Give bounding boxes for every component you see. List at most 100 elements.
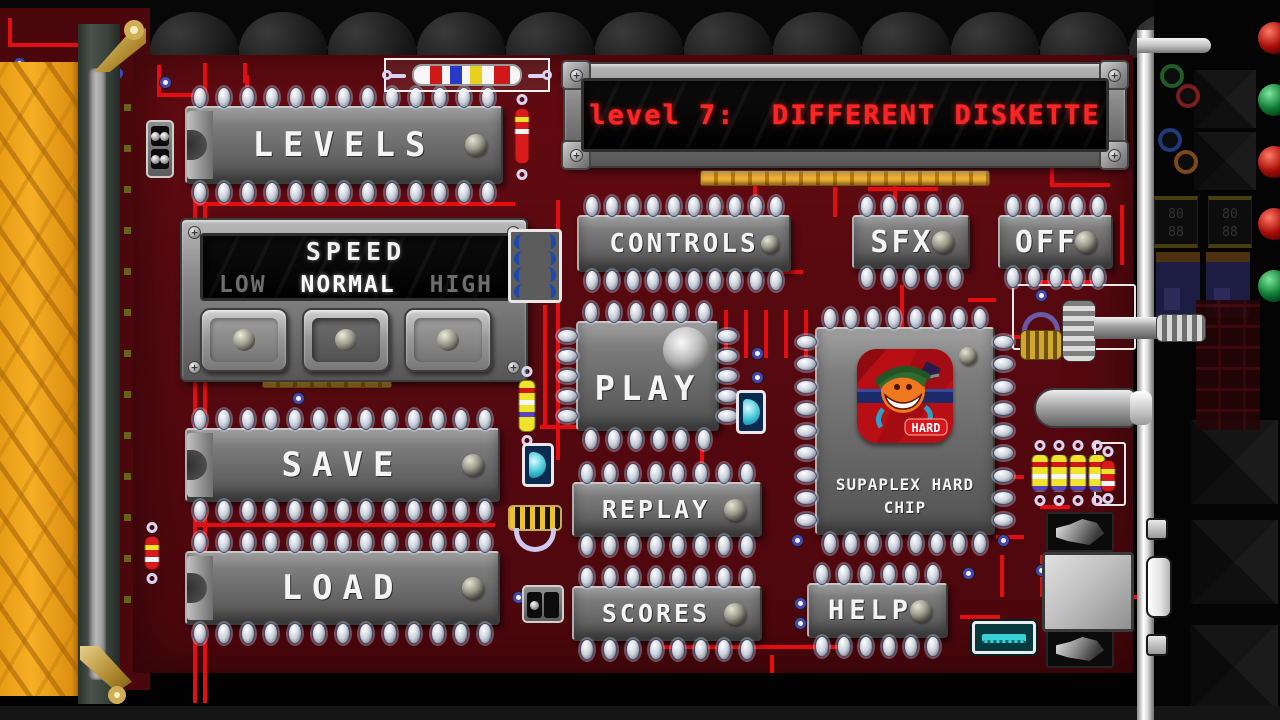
chip-pin bbox=[580, 463, 594, 484]
chip-pins-bottom bbox=[860, 267, 962, 288]
chip-pins-top bbox=[580, 463, 754, 484]
supaplex-chip-label-line2: CHIP bbox=[883, 498, 927, 517]
chip-pin bbox=[430, 532, 445, 553]
chip-notch bbox=[187, 556, 213, 620]
chip-pin bbox=[585, 196, 599, 217]
chip-pin bbox=[1006, 196, 1020, 217]
chip-pin bbox=[796, 446, 817, 461]
speed-high-button[interactable] bbox=[404, 308, 492, 372]
sfx-label: SFX bbox=[870, 224, 934, 260]
capacitor-row bbox=[0, 0, 1280, 58]
screw-post bbox=[1146, 518, 1168, 540]
chip-pin bbox=[481, 182, 495, 203]
chip-pin bbox=[823, 308, 837, 329]
speed-normal-button[interactable] bbox=[302, 308, 390, 372]
dsub-connector bbox=[1042, 552, 1134, 632]
chip-pin bbox=[311, 500, 326, 521]
chip-pin bbox=[602, 463, 617, 484]
supaplex-hard-chip[interactable]: HARD SUPAPLEX HARD CHIP bbox=[796, 308, 1014, 554]
level-display-panel: level 7: DIFFERENT DISKETTE bbox=[561, 60, 1129, 170]
chip-pin bbox=[625, 535, 640, 556]
red-led bbox=[1258, 208, 1280, 240]
chip-pin bbox=[768, 196, 783, 217]
chip-pins-top bbox=[823, 308, 987, 329]
chip-pin bbox=[478, 409, 492, 430]
chip-pin bbox=[585, 270, 599, 291]
chip-pin bbox=[887, 308, 902, 329]
chip-pin bbox=[1027, 196, 1042, 217]
chip-pins-top bbox=[815, 564, 940, 585]
chip-pin bbox=[454, 500, 469, 521]
chip-led bbox=[465, 134, 487, 156]
chip-pin bbox=[687, 196, 702, 217]
scores-button[interactable]: SCORES bbox=[572, 567, 762, 660]
chip-pin bbox=[454, 409, 469, 430]
chip-led bbox=[910, 599, 932, 622]
capacitor-top bbox=[1040, 12, 1128, 58]
chip-pin bbox=[216, 623, 231, 644]
chip-pin bbox=[1091, 196, 1105, 217]
help-button[interactable]: HELP bbox=[807, 564, 948, 657]
chip-pins-bottom bbox=[580, 535, 754, 556]
chip-pin bbox=[625, 270, 640, 291]
chip-pin bbox=[557, 329, 578, 343]
chip-pin bbox=[409, 87, 423, 108]
chip-pin bbox=[629, 302, 644, 323]
flex-ribbon-cable bbox=[0, 62, 78, 696]
chip-pin bbox=[406, 500, 421, 521]
chip-pin bbox=[837, 636, 852, 657]
chip-pin bbox=[625, 463, 640, 484]
chip-pin bbox=[406, 532, 421, 553]
levels-button[interactable]: LEVELS bbox=[185, 87, 503, 203]
inductor-wire bbox=[514, 528, 556, 552]
chip-pin bbox=[648, 535, 663, 556]
red-led bbox=[1258, 146, 1280, 178]
chip-pin bbox=[993, 379, 1014, 394]
chip-pin bbox=[311, 409, 326, 430]
chip-pins-bottom bbox=[585, 270, 783, 291]
chip-pin bbox=[882, 267, 896, 288]
replay-button[interactable]: REPLAY bbox=[572, 463, 762, 556]
chip-led bbox=[932, 231, 954, 253]
chip-pin bbox=[993, 513, 1014, 527]
load-button[interactable]: LOAD bbox=[185, 532, 500, 644]
chip-pin bbox=[739, 567, 754, 588]
sfx-off-button[interactable]: OFF bbox=[998, 196, 1113, 288]
chip-pins-top bbox=[193, 409, 492, 430]
chip-led bbox=[959, 347, 977, 365]
chip-pin bbox=[193, 182, 207, 203]
chip-pin bbox=[948, 267, 962, 288]
chip-pin bbox=[887, 533, 902, 554]
chip-pins-left bbox=[557, 329, 578, 423]
chip-pin bbox=[478, 500, 492, 521]
smd-component bbox=[700, 170, 990, 186]
chip-led bbox=[724, 498, 746, 521]
chip-pin bbox=[865, 308, 880, 329]
save-button[interactable]: SAVE bbox=[185, 409, 500, 521]
chip-pin bbox=[264, 409, 279, 430]
sfx-button[interactable]: SFX bbox=[852, 196, 970, 288]
chip-pin bbox=[288, 500, 302, 521]
chip-pin bbox=[288, 623, 302, 644]
chip-pin bbox=[335, 532, 350, 553]
chip-pin bbox=[823, 533, 837, 554]
chip-pin bbox=[193, 409, 207, 430]
capacitor-top bbox=[328, 12, 416, 58]
connector-housing bbox=[1046, 512, 1114, 552]
chip-pin bbox=[1048, 196, 1063, 217]
chip-pin bbox=[696, 429, 711, 450]
chip-pin bbox=[383, 623, 397, 644]
chip-pin bbox=[625, 567, 640, 588]
capacitor-top bbox=[150, 12, 238, 58]
brass-eyelet-bottom bbox=[108, 686, 126, 704]
controls-button[interactable]: CONTROLS bbox=[577, 196, 791, 291]
chip-pin bbox=[648, 639, 663, 660]
chip-pin bbox=[671, 463, 686, 484]
play-button[interactable]: PLAY bbox=[557, 302, 738, 450]
resistor bbox=[512, 94, 532, 180]
speed-low-button[interactable] bbox=[200, 308, 288, 372]
via bbox=[998, 535, 1009, 546]
chip-pin bbox=[748, 196, 763, 217]
via bbox=[752, 372, 763, 383]
chip-pin bbox=[865, 533, 880, 554]
